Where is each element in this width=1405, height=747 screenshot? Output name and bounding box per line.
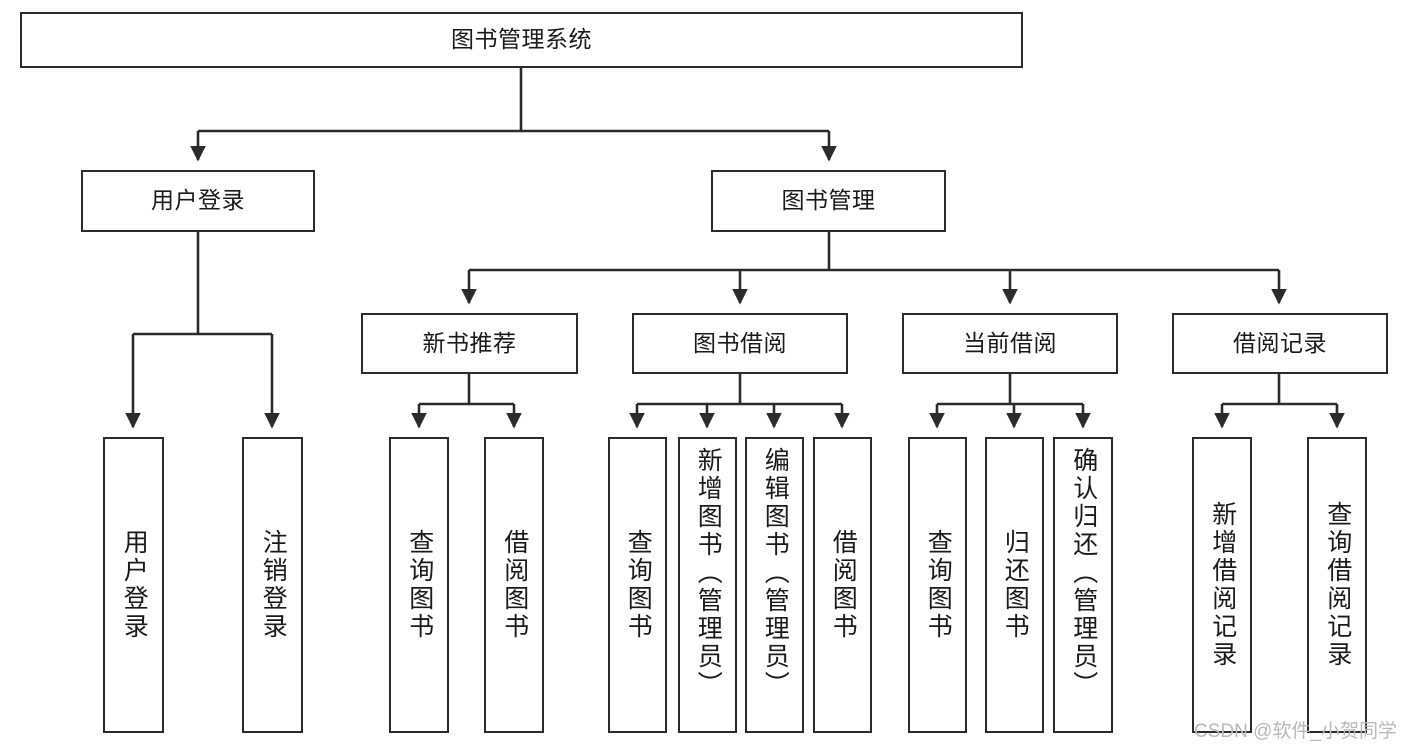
node-leaf-user-login-label: 用户登录	[120, 529, 149, 641]
node-leaf-borrow-book-1[interactable]: 借阅图书	[484, 437, 544, 733]
node-leaf-query-record[interactable]: 查询借阅记录	[1307, 437, 1367, 733]
node-leaf-query-book-3[interactable]: 查询图书	[908, 437, 967, 733]
node-leaf-logout-label: 注销登录	[259, 529, 288, 641]
node-leaf-confirm-return-label: 确认归还（管理员）	[1069, 447, 1098, 699]
node-leaf-query-book-1[interactable]: 查询图书	[389, 437, 449, 733]
node-leaf-query-record-label: 查询借阅记录	[1323, 501, 1352, 669]
node-leaf-logout[interactable]: 注销登录	[242, 437, 303, 733]
node-leaf-add-record-label: 新增借阅记录	[1208, 501, 1237, 669]
node-book-manage-label: 图书管理	[781, 187, 876, 214]
node-root-label: 图书管理系统	[451, 26, 592, 53]
node-leaf-borrow-book-2-label: 借阅图书	[829, 529, 858, 641]
node-leaf-borrow-book-2[interactable]: 借阅图书	[813, 437, 872, 733]
node-user-login-label: 用户登录	[151, 187, 245, 214]
node-leaf-query-book-2[interactable]: 查询图书	[608, 437, 667, 733]
node-leaf-query-book-1-label: 查询图书	[405, 529, 434, 641]
node-borrow-record[interactable]: 借阅记录	[1172, 313, 1388, 374]
node-leaf-add-book[interactable]: 新增图书（管理员）	[678, 437, 737, 733]
node-leaf-edit-book[interactable]: 编辑图书（管理员）	[745, 437, 804, 733]
node-leaf-return-book-label: 归还图书	[1001, 529, 1030, 641]
node-new-book-rec[interactable]: 新书推荐	[361, 313, 578, 374]
node-leaf-add-record[interactable]: 新增借阅记录	[1192, 437, 1252, 733]
node-leaf-edit-book-label: 编辑图书（管理员）	[761, 447, 790, 699]
node-leaf-query-book-3-label: 查询图书	[924, 529, 953, 641]
node-leaf-borrow-book-1-label: 借阅图书	[500, 529, 529, 641]
node-leaf-add-book-label: 新增图书（管理员）	[694, 447, 723, 699]
node-leaf-user-login[interactable]: 用户登录	[103, 437, 164, 733]
node-borrow-record-label: 借阅记录	[1233, 329, 1327, 356]
node-user-login[interactable]: 用户登录	[81, 170, 315, 232]
node-leaf-confirm-return[interactable]: 确认归还（管理员）	[1053, 437, 1113, 733]
node-current-borrow-label: 当前借阅	[963, 329, 1057, 356]
node-current-borrow[interactable]: 当前借阅	[902, 313, 1118, 374]
csdn-watermark: CSDN @软件_小贺同学	[1194, 721, 1397, 742]
node-book-borrow[interactable]: 图书借阅	[632, 313, 848, 374]
node-book-borrow-label: 图书借阅	[693, 329, 787, 356]
node-root[interactable]: 图书管理系统	[20, 12, 1023, 68]
node-leaf-return-book[interactable]: 归还图书	[985, 437, 1044, 733]
node-book-manage[interactable]: 图书管理	[711, 170, 946, 232]
node-new-book-rec-label: 新书推荐	[422, 329, 517, 356]
node-leaf-query-book-2-label: 查询图书	[624, 529, 653, 641]
